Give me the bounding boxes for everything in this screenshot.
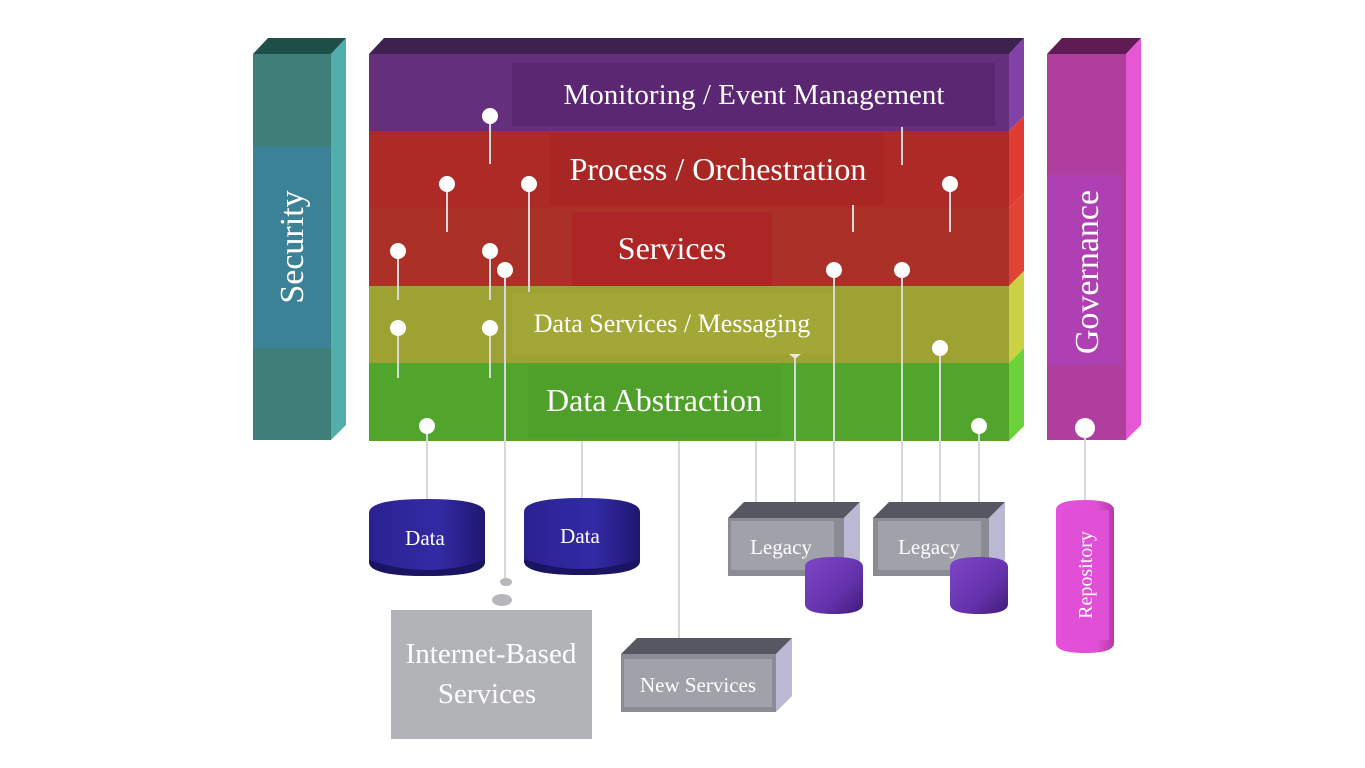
data-abstraction-layer-side bbox=[1009, 348, 1024, 441]
legacy-system-1[interactable]: Legacy bbox=[728, 502, 863, 614]
governance-label: Governance bbox=[1069, 190, 1106, 354]
data-abstraction-label-panel bbox=[528, 366, 780, 438]
legacy-database-icon bbox=[950, 557, 1008, 614]
data-store-label: Data bbox=[405, 526, 445, 550]
connection-pin[interactable] bbox=[521, 176, 537, 192]
monitoring-label: Monitoring / Event Management bbox=[564, 79, 945, 111]
inner-connectors bbox=[397, 116, 951, 378]
connection-pin[interactable] bbox=[482, 320, 498, 336]
new-services-box-top bbox=[621, 638, 792, 654]
data-services-layer-side bbox=[1009, 271, 1024, 363]
connection-pin[interactable] bbox=[497, 262, 513, 278]
layer-monitoring[interactable]: Monitoring / Event Management bbox=[369, 54, 1009, 131]
layer-stack: Monitoring / Event Management Process / … bbox=[369, 38, 1024, 441]
connection-pin[interactable] bbox=[894, 262, 910, 278]
security-label-panel bbox=[253, 146, 331, 348]
connection-pin[interactable] bbox=[971, 418, 987, 434]
new-services-box-face bbox=[624, 659, 772, 707]
services-layer-side bbox=[1009, 193, 1024, 286]
connection-pin[interactable] bbox=[482, 108, 498, 124]
connection-pin[interactable] bbox=[439, 176, 455, 192]
connection-pin[interactable] bbox=[932, 340, 948, 356]
governance-column-side bbox=[1126, 38, 1141, 440]
process-label: Process / Orchestration bbox=[570, 151, 867, 187]
internet-services-label-line2: Services bbox=[438, 678, 536, 710]
monitoring-layer-side bbox=[1009, 38, 1024, 131]
layer-process[interactable]: Process / Orchestration bbox=[369, 131, 1009, 208]
new-services-box[interactable]: New Services bbox=[621, 638, 792, 712]
security-column-top bbox=[253, 38, 346, 54]
database-icon bbox=[524, 498, 640, 575]
cloud-puff-icon bbox=[492, 594, 512, 606]
data-store-2[interactable]: Data bbox=[524, 498, 640, 575]
process-label-panel bbox=[550, 133, 884, 205]
outer-connectors bbox=[426, 270, 1086, 644]
connection-pin[interactable] bbox=[390, 243, 406, 259]
data-store-label: Data bbox=[560, 524, 600, 548]
security-column[interactable]: Security bbox=[253, 38, 346, 440]
new-services-label: New Services bbox=[640, 673, 756, 697]
connection-pin[interactable] bbox=[419, 418, 435, 434]
connection-pins bbox=[390, 108, 1095, 438]
repository[interactable]: Repository bbox=[1056, 500, 1114, 653]
data-services-label-panel bbox=[512, 293, 832, 354]
connection-pin[interactable] bbox=[1075, 418, 1095, 438]
legacy-box-side bbox=[844, 502, 860, 576]
governance-column[interactable]: Governance bbox=[1047, 38, 1141, 440]
legacy-box-top bbox=[873, 502, 1005, 518]
repository-label: Repository bbox=[1075, 531, 1097, 619]
new-services-box-side bbox=[776, 638, 792, 712]
database-bottom-rim bbox=[524, 559, 640, 575]
data-services-label: Data Services / Messaging bbox=[534, 309, 811, 338]
governance-column-top bbox=[1047, 38, 1141, 54]
connection-pin[interactable] bbox=[826, 262, 842, 278]
connector-arrowhead bbox=[789, 354, 801, 359]
legacy-box-top bbox=[728, 502, 860, 518]
services-label: Services bbox=[618, 230, 726, 266]
services-label-panel bbox=[572, 212, 772, 286]
monitoring-label-panel bbox=[512, 63, 995, 126]
security-column-side bbox=[331, 38, 346, 440]
cloud-puff-icon bbox=[500, 578, 512, 586]
security-label: Security bbox=[274, 190, 311, 303]
internet-services-box-face bbox=[391, 610, 592, 739]
legacy-system-2[interactable]: Legacy bbox=[873, 502, 1008, 614]
database-bottom-rim bbox=[369, 560, 485, 576]
layer-services[interactable]: Services bbox=[369, 208, 1009, 286]
legacy-label: Legacy bbox=[898, 535, 960, 559]
governance-label-panel bbox=[1047, 175, 1122, 365]
connection-pin[interactable] bbox=[942, 176, 958, 192]
legacy-box-side bbox=[989, 502, 1005, 576]
layer-stack-top bbox=[369, 38, 1024, 54]
process-layer-side bbox=[1009, 116, 1024, 208]
database-icon bbox=[369, 499, 485, 576]
internet-services-box[interactable]: Internet-Based Services bbox=[391, 578, 592, 739]
layer-data-services[interactable]: Data Services / Messaging bbox=[369, 286, 1009, 363]
legacy-database-icon bbox=[805, 557, 863, 614]
connection-pin[interactable] bbox=[482, 243, 498, 259]
data-abstraction-label: Data Abstraction bbox=[546, 382, 762, 418]
data-store-1[interactable]: Data bbox=[369, 499, 485, 576]
internet-services-label-line1: Internet-Based bbox=[406, 638, 577, 670]
repository-label-panel bbox=[1062, 510, 1109, 640]
layer-data-abstraction[interactable]: Data Abstraction bbox=[369, 363, 1009, 441]
connection-pin[interactable] bbox=[390, 320, 406, 336]
legacy-label: Legacy bbox=[750, 535, 812, 559]
